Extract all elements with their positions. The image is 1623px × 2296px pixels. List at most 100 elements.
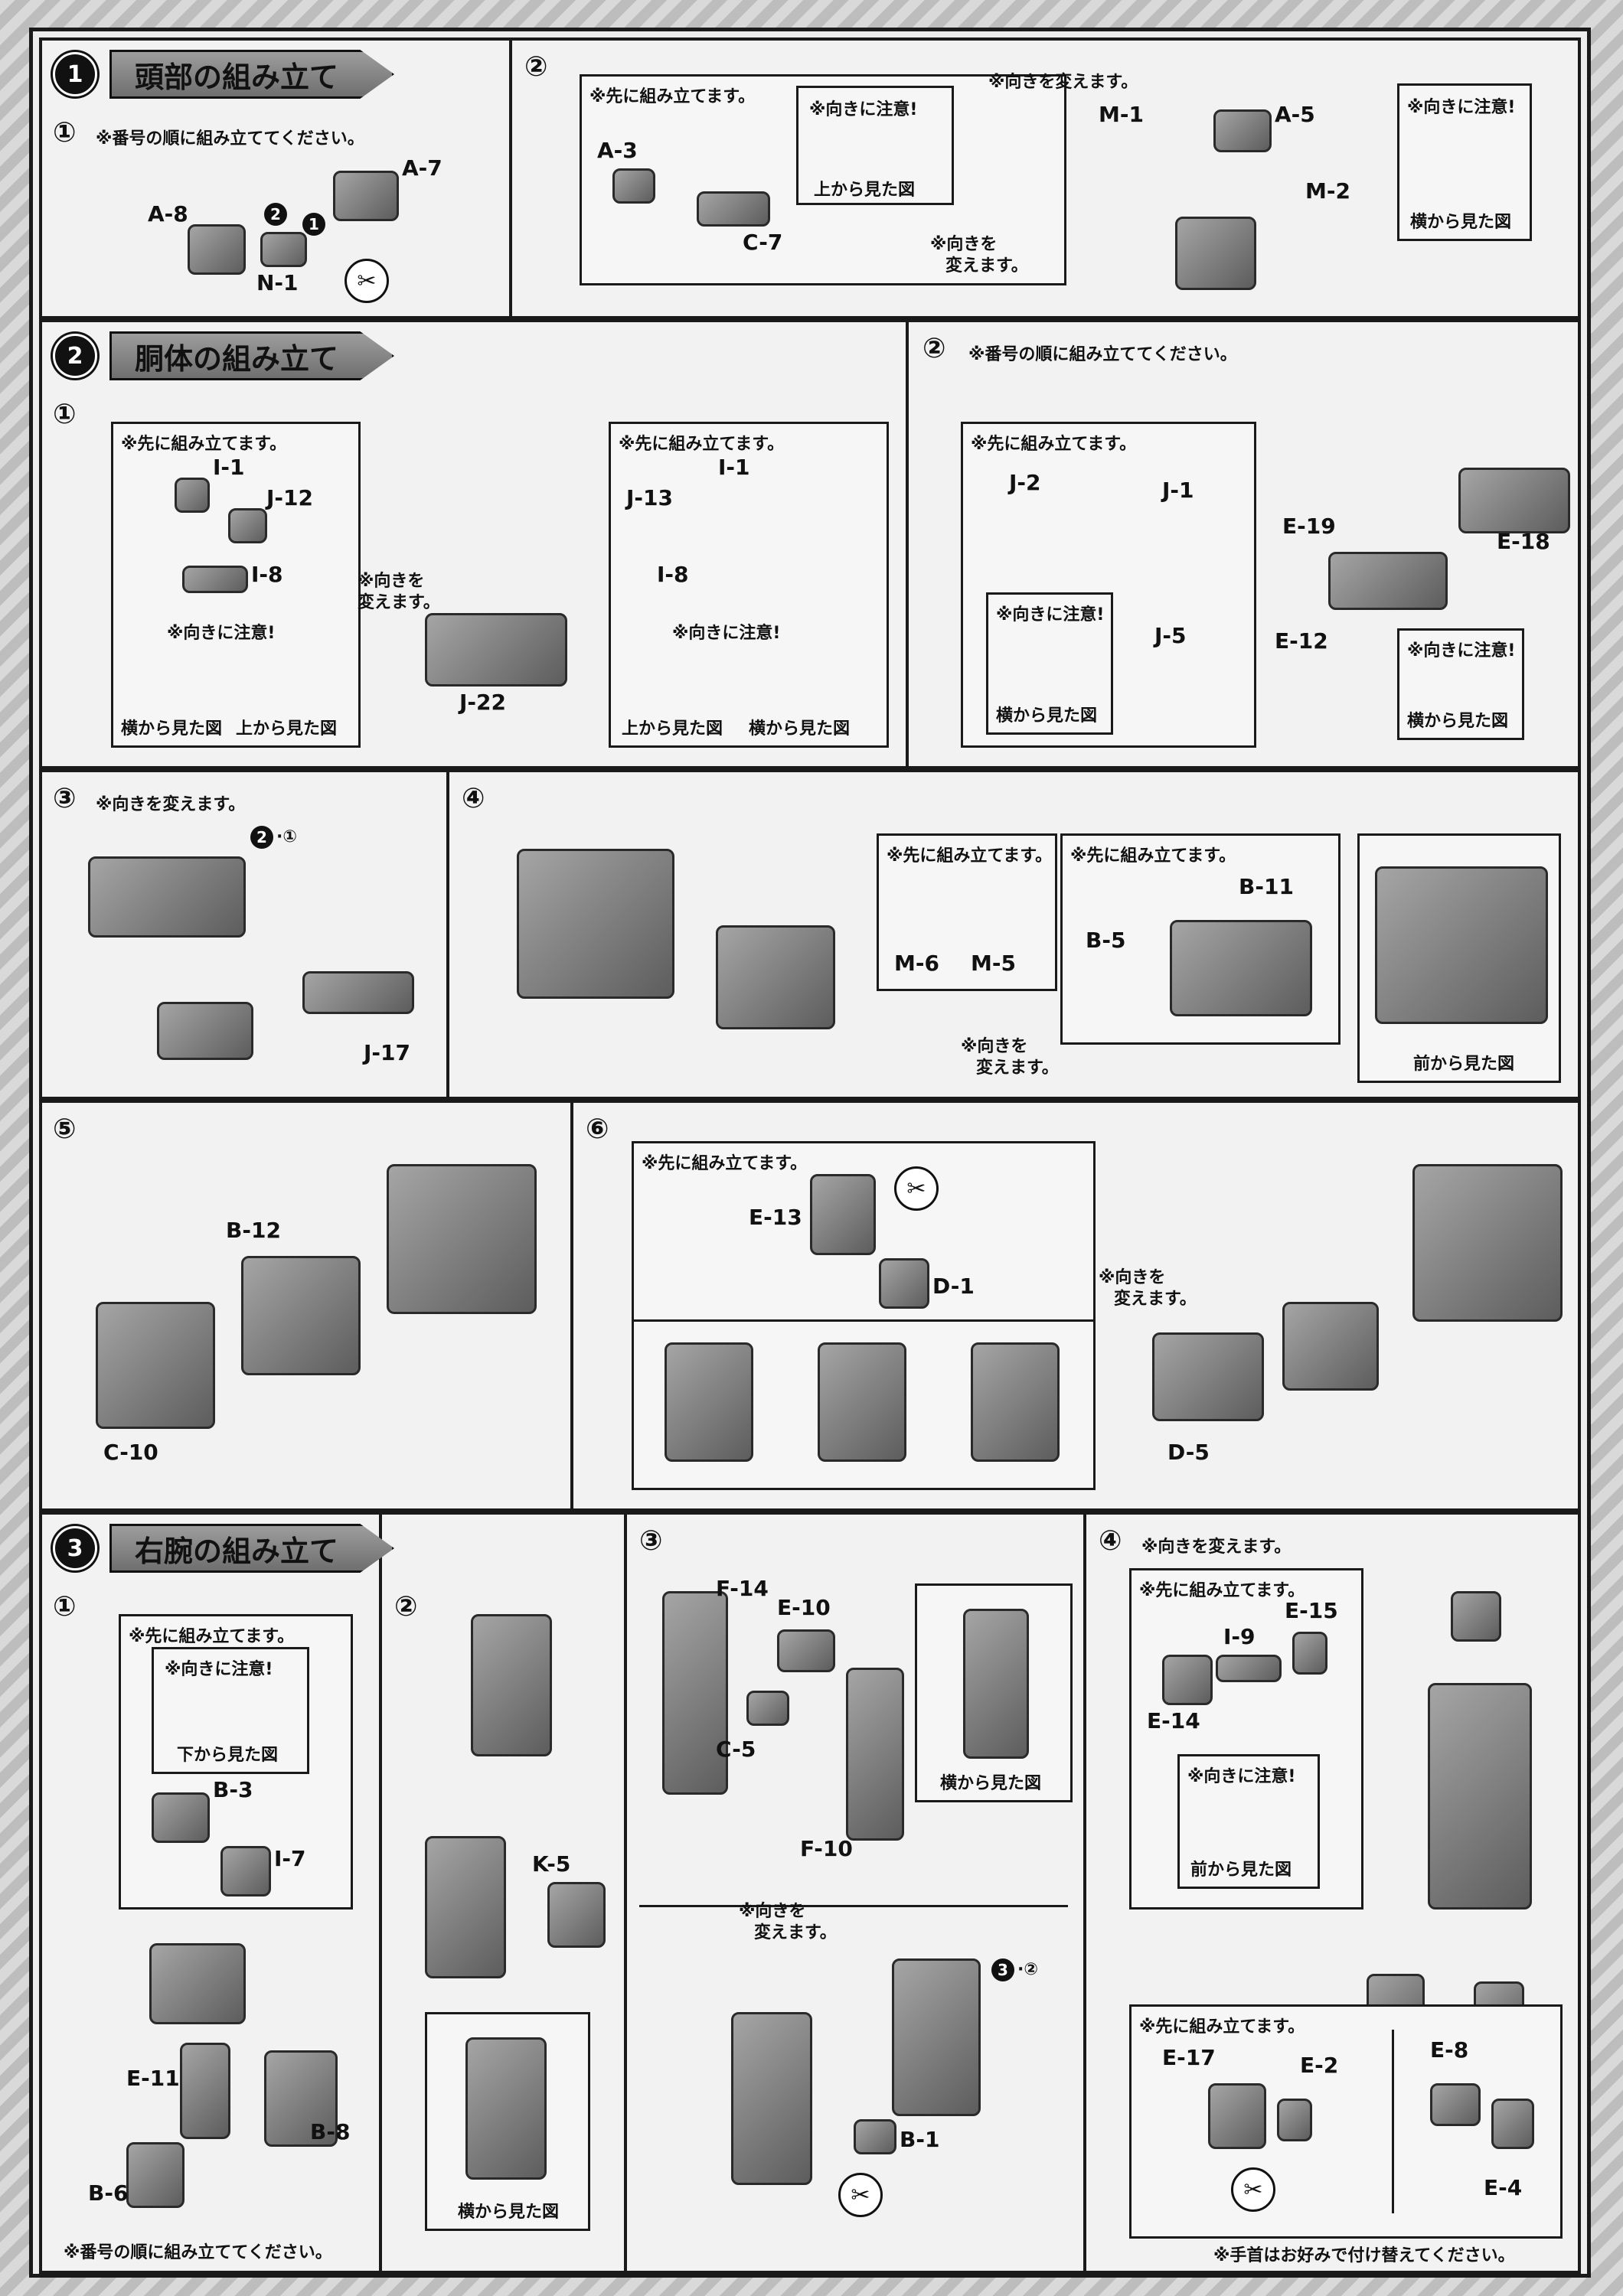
part-i1 [175,478,210,513]
step-number: ⑤ [53,1114,77,1145]
section-number: 1 [53,52,97,96]
part-a3 [612,168,655,204]
part-label: N-1 [256,270,299,295]
order-note: ※番号の順に組み立ててください。 [64,2243,332,2262]
part-label: E-10 [777,1595,831,1620]
part-label: J-13 [626,485,674,510]
divider [624,1515,627,2271]
view-caption: 上から見た図 [236,719,338,739]
view-caption: 横から見た図 [458,2203,560,2222]
divider [1083,1515,1086,2271]
part-c10 [96,1302,215,1429]
change-dir-note-1: ※向きを [930,235,998,254]
part-e15 [1292,1632,1327,1675]
instruction-sheet: 1 頭部の組み立て ① ※番号の順に組み立ててください。 A-8 A-7 N-1… [29,28,1591,2278]
divider [1392,2030,1394,2213]
pre-assemble-note: ※先に組み立てます。 [1139,2017,1305,2037]
inset-pre-assemble: ※先に組み立てます。 E-13 D-1 ✂ [632,1141,1096,1490]
change-dir-note-2: 変えます。 [1114,1290,1197,1309]
no-cut-icon: ✂ [1231,2167,1275,2212]
view-caption: 前から見た図 [1190,1861,1292,1880]
part-forearm [425,1836,506,1978]
part-label: C-5 [716,1737,756,1762]
part-b3 [152,1792,210,1843]
inset-pre-assemble: ※先に組み立てます。 E-15 I-9 E-14 ※向きに注意! 前から見た図 [1129,1568,1363,1910]
part-body-assembly [88,856,246,938]
part-f10 [846,1668,904,1841]
pre-assemble-note: ※先に組み立てます。 [121,435,287,454]
inset-pre-assemble: ※先に組み立てます。 E-17 E-2 E-8 E-4 ✂ [1129,2004,1563,2239]
front-view-inset: 前から見た図 [1357,833,1561,1083]
part-n1 [260,232,307,267]
step-number: ③ [639,1525,663,1557]
change-dir-note: ※向きを変えます。 [988,73,1138,92]
attention-inset: ※向きに注意! 下から見た図 [152,1647,309,1774]
part-e11 [180,2043,230,2139]
attention-note: ※向きに注意! [809,100,918,119]
divider [906,322,909,766]
part-b8 [264,2050,338,2147]
order-note: ※番号の順に組み立ててください。 [96,129,364,148]
inset-pre-assemble: ※先に組み立てます。 J-2 J-1 J-5 ※向きに注意! 横から見た図 [961,422,1256,748]
part-chest [716,925,835,1029]
pre-assemble-note: ※先に組み立てます。 [642,1154,808,1173]
part-label: E-8 [1430,2037,1469,2063]
ref-step: ·① [276,827,297,846]
part-j12 [228,508,267,543]
inset-pre-assemble: ※先に組み立てます。 J-13 I-1 I-8 ※向きに注意! 上から見た図 横… [609,422,889,748]
attention-inset: ※向きに注意! 横から見た図 [1397,628,1524,740]
part-label: J-22 [459,690,507,715]
part-label: E-17 [1162,2045,1216,2070]
divider [634,1319,1093,1322]
pre-assemble-note: ※先に組み立てます。 [1070,846,1236,866]
divider [509,41,512,316]
part-label: E-12 [1275,628,1328,654]
part-a8 [188,224,246,275]
section-title: 右腕の組み立て [109,1524,395,1573]
panel-head: 1 頭部の組み立て ① ※番号の順に組み立ててください。 A-8 A-7 N-1… [39,38,1581,319]
part-label: B-3 [213,1777,253,1802]
inset-pre-assemble: ※先に組み立てます。 ※向きに注意! 下から見た図 B-3 I-7 [119,1614,353,1910]
pre-assemble-note: ※先に組み立てます。 [619,435,785,454]
part-j17 [302,971,414,1014]
part-motion-3 [971,1342,1060,1462]
part-label: J-5 [1154,623,1187,648]
view-caption: 横から見た図 [1410,213,1512,232]
part-waist [157,1002,253,1060]
part-shoulder [1282,1302,1379,1391]
view-caption: 上から見た図 [814,181,916,200]
part-label: C-7 [743,230,783,255]
panel-body-3: ⑤ B-12 C-10 ⑥ ※先に組み立てます。 E-13 D-1 ✂ ※向きを… [39,1100,1581,1512]
inset-pre-assemble: ※先に組み立てます。 B-5 B-11 [1060,833,1341,1045]
panel-body-2: ③ ※向きを変えます。 2 ·① J-17 ④ ※先に組み立てます。 M-6 M… [39,769,1581,1100]
step-number: ④ [462,783,485,814]
ref-badge: 2 [250,826,273,849]
panel-body-1: 2 胴体の組み立て ① ※先に組み立てます。 I-1 J-12 I-8 ※向きに… [39,319,1581,769]
part-torso-assembly [387,1164,537,1314]
part-label: A-3 [597,138,638,163]
attention-note: ※向きに注意! [1407,641,1516,660]
part-i7 [220,1846,271,1896]
view-caption: 上から見た図 [622,719,723,739]
part-head-assembly [1175,217,1256,290]
change-dir-note-1: ※向きを [358,572,425,591]
view-caption: 下から見た図 [177,1746,279,1765]
part-label: F-10 [800,1836,853,1861]
view-caption: 前から見た図 [1413,1055,1515,1074]
part-label: I-1 [213,455,245,480]
part-label: J-12 [266,485,314,510]
part-label: D-5 [1167,1440,1210,1465]
pre-assemble-note: ※先に組み立てます。 [129,1627,295,1646]
part-e10 [777,1629,835,1672]
part-label: D-1 [932,1274,975,1299]
part-label: C-10 [103,1440,158,1465]
part-label: A-7 [402,155,442,181]
part-label: B-5 [1086,928,1126,953]
part-e2 [1277,2099,1312,2141]
change-dir-note: ※向きを変えます。 [96,795,246,814]
part-e4 [1491,2099,1534,2149]
part-forearm [892,1958,981,2116]
hand-note: ※手首はお好みで付け替えてください。 [1213,2246,1515,2265]
part-motion-2 [818,1342,906,1462]
